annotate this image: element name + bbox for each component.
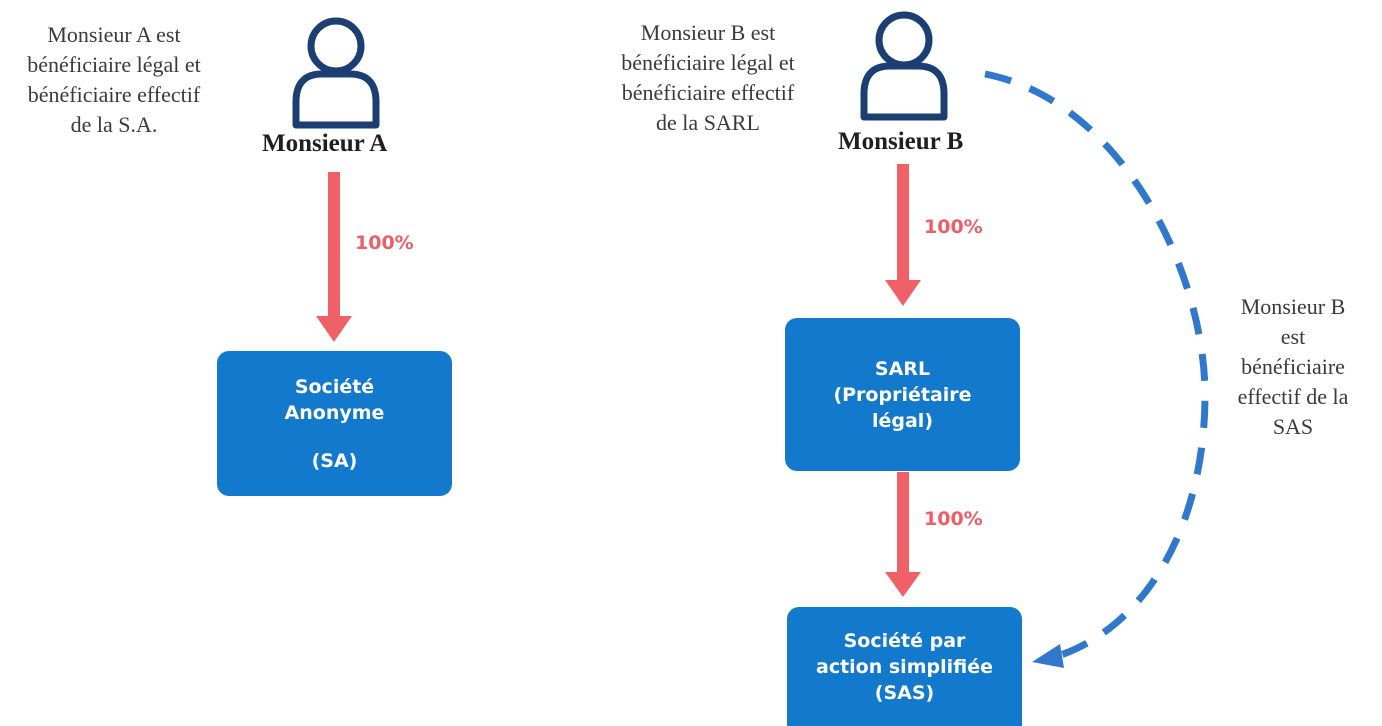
entity-label: SARL (874, 357, 931, 380)
person-icon (860, 11, 948, 121)
note-line: bénéficiaire (1241, 354, 1345, 379)
person-icon (292, 17, 380, 129)
note-line: est (1280, 324, 1306, 349)
note-line: SAS (1272, 414, 1314, 439)
entity-box-sa: Société Anonyme (SA) (217, 351, 452, 496)
ownership-arrow-sarl-sas (885, 472, 921, 597)
entity-box-sarl: SARL (Propriétaire légal) (785, 318, 1020, 471)
ownership-label-a-sa: 100% (355, 232, 414, 254)
ownership-arrow-b-sarl (885, 164, 921, 306)
entity-label: (Propriétaire (833, 383, 972, 406)
note-line: bénéficiaire effectif (27, 82, 201, 107)
entity-label: (SAS) (874, 681, 935, 704)
note-line: de la S.A. (70, 112, 158, 137)
entity-label: (SA) (311, 449, 358, 472)
note-line: de la SARL (656, 110, 760, 135)
ownership-label-b-sarl: 100% (924, 216, 983, 238)
person-b-note: Monsieur B est bénéficiaire légal et bén… (598, 18, 818, 138)
note-line: Monsieur B (1240, 294, 1346, 319)
arrowhead (1032, 644, 1064, 668)
person-a-note: Monsieur A est bénéficiaire légal et bén… (4, 20, 224, 140)
person-a-name: Monsieur A (262, 130, 388, 157)
beneficial-note: Monsieur B est bénéficiaire effectif de … (1218, 292, 1368, 442)
note-line: bénéficiaire effectif (621, 80, 795, 105)
note-line: bénéficiaire légal et (27, 52, 201, 77)
ownership-label-sarl-sas: 100% (924, 508, 983, 530)
entity-label: Société par (843, 629, 966, 652)
entity-label: légal) (871, 409, 934, 432)
entity-label: Anonyme (284, 401, 385, 424)
note-line: effectif de la (1237, 384, 1349, 409)
ownership-arrow-a-sa (316, 172, 352, 342)
entity-label: action simplifiée (816, 655, 993, 678)
note-line: Monsieur A est (47, 22, 181, 47)
note-line: Monsieur B est (640, 20, 776, 45)
person-b-name: Monsieur B (838, 128, 964, 155)
beneficial-dashed-arrow (984, 70, 1209, 668)
note-line: bénéficiaire légal et (621, 50, 795, 75)
entity-box-sas: Société par action simplifiée (SAS) (787, 607, 1022, 726)
entity-label: Société (294, 375, 375, 398)
